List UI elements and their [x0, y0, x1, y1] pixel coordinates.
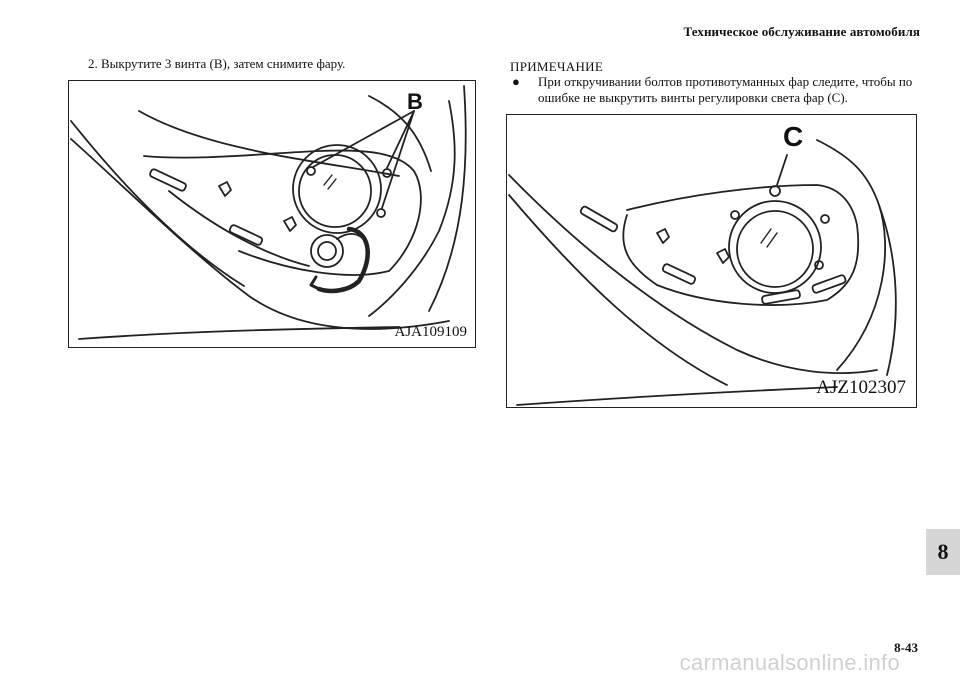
- bullet-icon: ●: [512, 74, 520, 89]
- figure-code-2: AJZ102307: [816, 377, 906, 398]
- figure-code-1: AJA109109: [394, 324, 467, 340]
- fog-light-adjustment-figure: C AJZ102307: [506, 114, 917, 408]
- note-text: При откручивании болтов противотуманных …: [538, 74, 913, 105]
- headlight-illustration: [70, 85, 467, 340]
- adjustment-screw-callout-c: C: [783, 121, 804, 152]
- screw-callout-b: B: [407, 89, 423, 114]
- note-heading: ПРИМЕЧАНИЕ: [510, 59, 604, 74]
- fog-light-illustration: [508, 139, 897, 406]
- note-body: ● При откручивании болтов противотуманны…: [512, 74, 922, 106]
- step-instruction: 2. Выкрутите 3 винта (B), затем снимите …: [88, 56, 346, 71]
- section-tab: 8: [926, 529, 960, 575]
- headlight-removal-figure: B AJA109109: [68, 80, 476, 348]
- watermark: carmanualsonline.info: [679, 650, 900, 675]
- page-header-title: Техническое обслуживание автомобиля: [683, 24, 920, 39]
- page-number: 8-43: [894, 640, 918, 655]
